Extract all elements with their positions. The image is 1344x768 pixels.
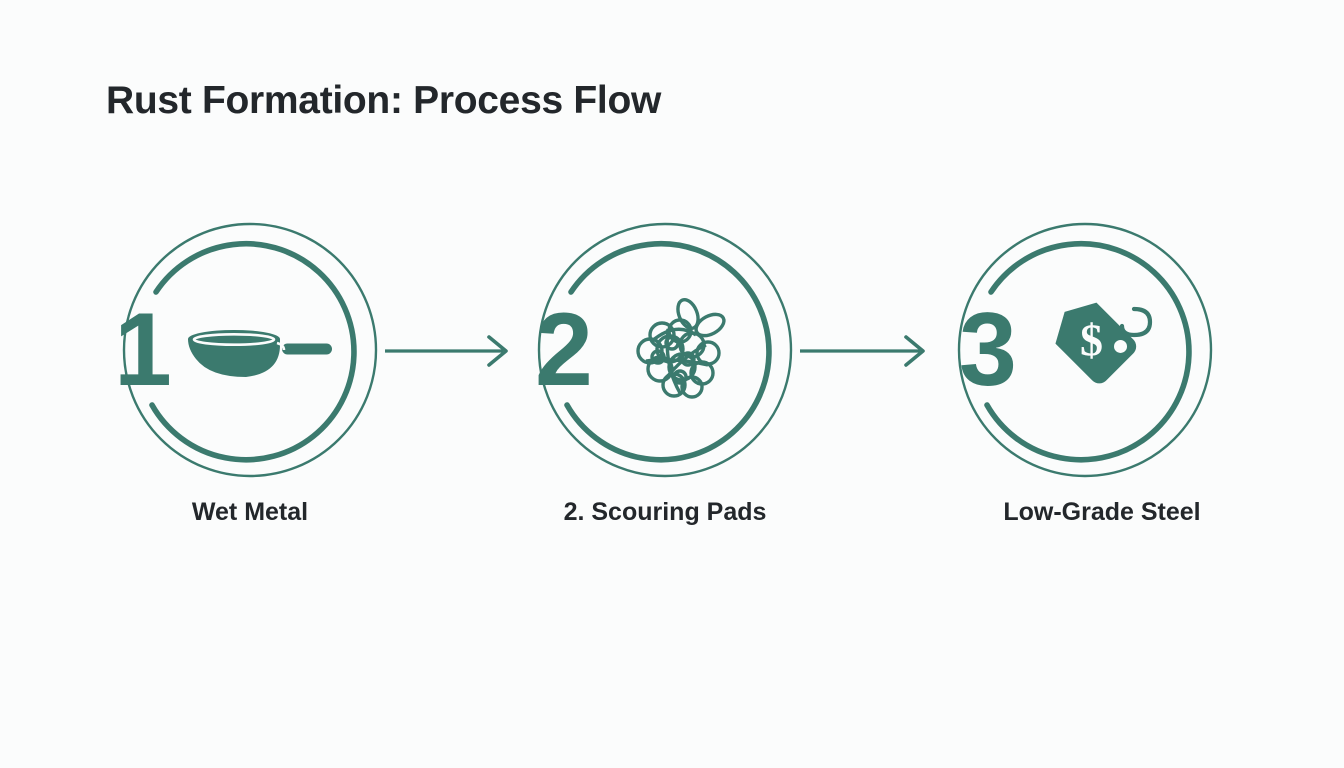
price-tag-dollar-icon: $ bbox=[1042, 295, 1162, 405]
scouring-pad-icon bbox=[622, 295, 742, 405]
step-2-ring-group bbox=[537, 222, 793, 478]
arrow-right-icon bbox=[904, 335, 925, 367]
step-2-number: 2 bbox=[535, 292, 593, 408]
arrow-right-icon bbox=[487, 335, 508, 367]
frying-pan-icon bbox=[184, 315, 334, 385]
connector-arrow-1-to-2 bbox=[385, 335, 515, 367]
inner-ring-arc bbox=[984, 240, 1192, 463]
flow-step-2[interactable]: 2 bbox=[535, 222, 793, 478]
step-3-number: 3 bbox=[959, 292, 1017, 408]
step-2-label: 2. Scouring Pads bbox=[563, 498, 767, 526]
step-1-number: 1 bbox=[114, 292, 172, 408]
step-3-ring-group bbox=[957, 222, 1213, 478]
outer-ring bbox=[537, 222, 793, 478]
inner-ring-arc bbox=[149, 240, 357, 463]
flow-step-3[interactable]: 3 $ bbox=[957, 222, 1213, 478]
page-title: Rust Formation: Process Flow bbox=[106, 79, 662, 122]
outer-ring bbox=[957, 222, 1213, 478]
step-3-label: Low-Grade Steel bbox=[1003, 498, 1201, 526]
inner-ring-arc bbox=[564, 240, 772, 463]
svg-text:$: $ bbox=[1080, 315, 1103, 366]
connector-arrow-2-to-3 bbox=[800, 335, 932, 367]
step-1-ring-group bbox=[122, 222, 378, 478]
outer-ring bbox=[122, 222, 378, 478]
step-1-label: Wet Metal bbox=[191, 498, 309, 526]
flow-step-1[interactable]: 1 bbox=[114, 222, 378, 478]
